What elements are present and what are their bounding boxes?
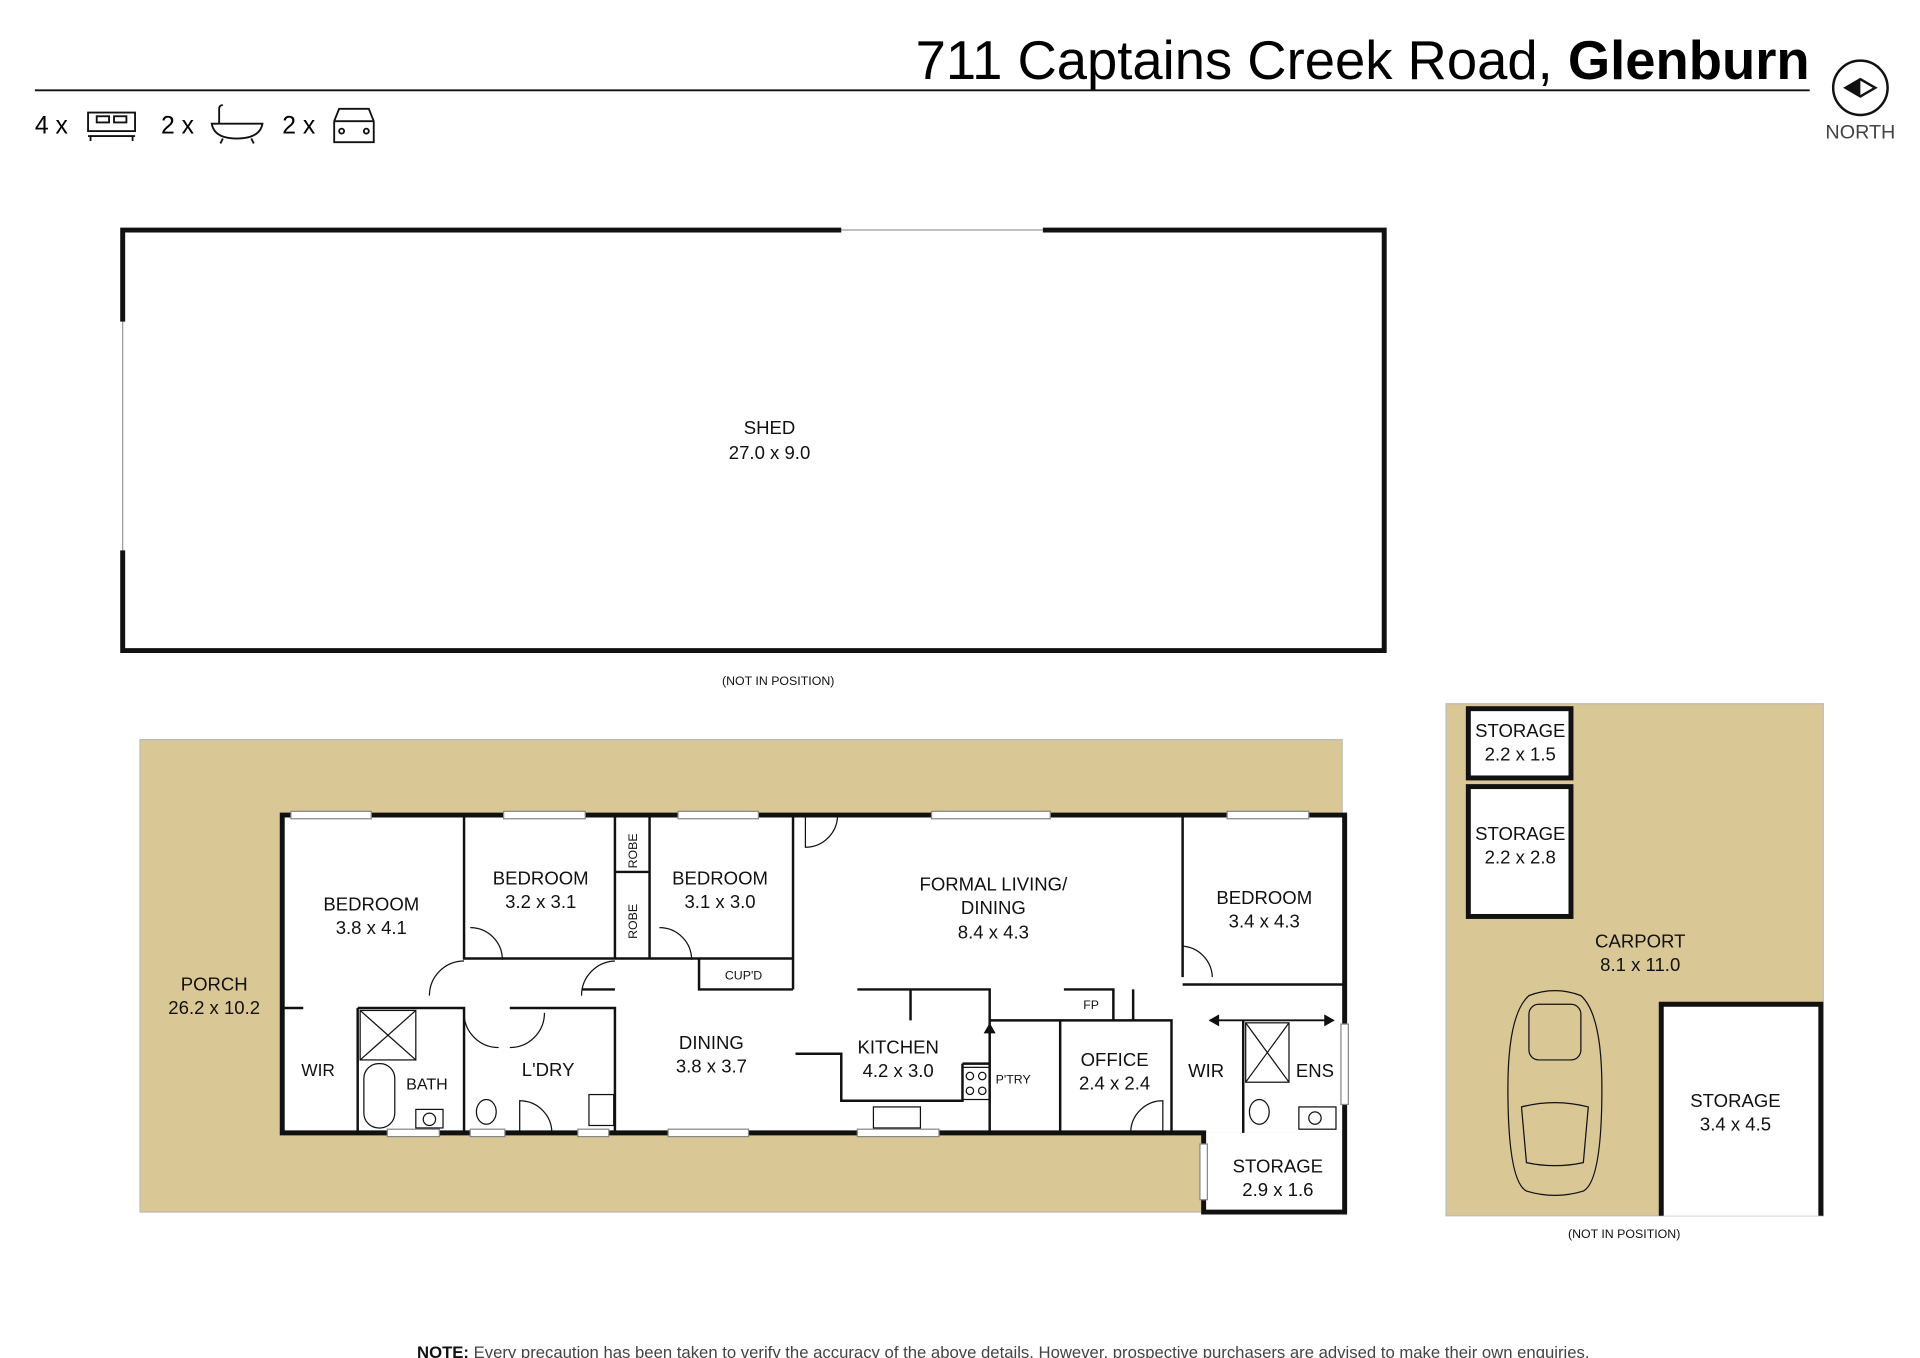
- office-name: OFFICE: [1081, 1049, 1149, 1070]
- living-name-2: DINING: [961, 897, 1026, 918]
- doors: [428, 815, 1213, 1133]
- porch-name: PORCH: [181, 974, 248, 995]
- windows: [290, 810, 1349, 1201]
- storage-1-size: 2.2 x 1.5: [1485, 744, 1556, 765]
- pantry-label: P'TRY: [996, 1072, 1031, 1086]
- address-title: 711 Captains Creek Road, Glenburn: [916, 30, 1810, 91]
- storage-2-size: 2.2 x 2.8: [1485, 846, 1556, 867]
- shed-name: SHED: [744, 417, 796, 438]
- storage-2-name: STORAGE: [1475, 823, 1565, 844]
- storage-1: [1465, 706, 1574, 781]
- bath-label: BATH: [406, 1076, 448, 1094]
- walls: [279, 812, 1348, 1215]
- carport-not-in-position: (NOT IN POSITION): [1568, 1227, 1680, 1241]
- office-size: 2.4 x 2.4: [1079, 1073, 1150, 1094]
- bedroom-1-size: 3.8 x 4.1: [336, 917, 407, 938]
- shed-not-in-position: (NOT IN POSITION): [722, 674, 834, 688]
- storage-house-name: STORAGE: [1233, 1155, 1323, 1176]
- living-size: 8.4 x 4.3: [958, 922, 1029, 943]
- ensuite-label: ENS: [1296, 1060, 1334, 1081]
- porch-size: 26.2 x 10.2: [168, 997, 260, 1018]
- carport-size: 8.1 x 11.0: [1600, 954, 1680, 975]
- storage-3-name: STORAGE: [1690, 1090, 1780, 1111]
- laundry-label: L'DRY: [522, 1059, 575, 1080]
- kitchen-size: 4.2 x 3.0: [863, 1060, 934, 1081]
- storage-2: [1465, 784, 1574, 919]
- carport-name: CARPORT: [1595, 930, 1685, 951]
- car-outline-icon: [1507, 990, 1603, 1196]
- storage-3-size: 3.4 x 4.5: [1700, 1113, 1771, 1134]
- living-name-1: FORMAL LIVING/: [920, 873, 1069, 894]
- bedroom-2-size: 3.2 x 3.1: [505, 891, 576, 912]
- wir-label-1: WIR: [301, 1060, 335, 1080]
- bedroom-1-name: BEDROOM: [323, 893, 419, 914]
- fixtures: [359, 1009, 1337, 1130]
- shed-size: 27.0 x 9.0: [729, 442, 810, 463]
- dining-size: 3.8 x 3.7: [676, 1055, 747, 1076]
- north-label: NORTH: [1825, 122, 1895, 144]
- car-icon: [333, 107, 375, 144]
- fireplace-label: FP: [1083, 998, 1099, 1012]
- disclaimer-note: NOTE: Every precaution has been taken to…: [417, 1343, 1589, 1358]
- bedroom-2-name: BEDROOM: [493, 867, 589, 888]
- storage-1-name: STORAGE: [1475, 720, 1565, 741]
- wir-label-2: WIR: [1188, 1060, 1224, 1081]
- shed: SHED 27.0 x 9.0: [120, 227, 1387, 654]
- bath-count: 2 x: [161, 113, 195, 140]
- cupboard-label: CUP'D: [725, 969, 762, 983]
- storage-3: [1658, 1001, 1824, 1216]
- car-count: 2 x: [282, 113, 316, 140]
- bedroom-4-name: BEDROOM: [1216, 887, 1312, 908]
- storage-floor: [1203, 1132, 1345, 1213]
- bed-icon: [87, 111, 136, 141]
- kitchen-name: KITCHEN: [857, 1037, 938, 1058]
- bedroom-4-size: 3.4 x 4.3: [1229, 911, 1300, 932]
- bedroom-3-size: 3.1 x 3.0: [684, 891, 755, 912]
- robe-label-2: ROBE: [626, 904, 640, 939]
- bedroom-3-name: BEDROOM: [672, 867, 768, 888]
- compass-icon: [1831, 59, 1889, 117]
- bath-icon: [210, 104, 264, 144]
- bed-count: 4 x: [35, 113, 69, 140]
- robe-label-1: ROBE: [626, 833, 640, 868]
- storage-house-size: 2.9 x 1.6: [1242, 1179, 1313, 1200]
- house-floor: [282, 815, 1345, 1133]
- dining-name: DINING: [679, 1032, 744, 1053]
